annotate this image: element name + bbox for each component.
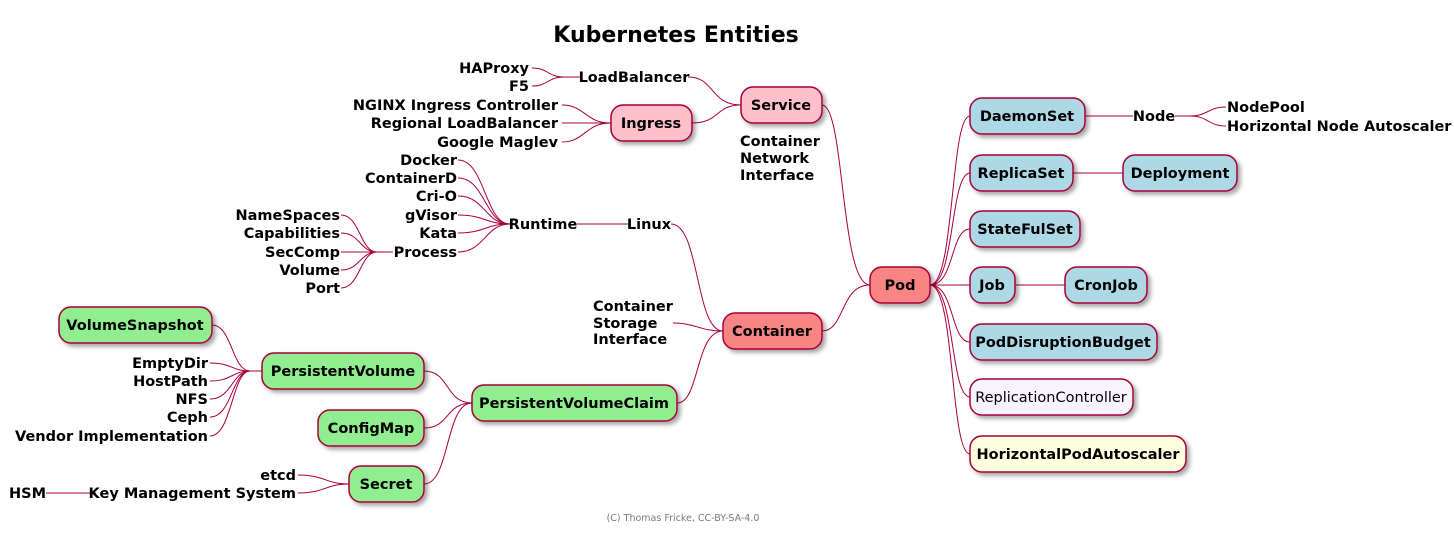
node-configmap: ConfigMap xyxy=(317,409,425,447)
label-cni-3: Interface xyxy=(740,168,814,184)
node-job-label: Job xyxy=(978,278,1005,294)
footer-credit: (C) Thomas Fricke, CC-BY-SA-4.0 xyxy=(607,513,760,524)
node-cronjob-label: CronJob xyxy=(1074,278,1138,294)
node-service-label: Service xyxy=(751,98,811,114)
label-etcd: etcd xyxy=(260,468,296,484)
label-loadbalancer: LoadBalancer xyxy=(579,70,691,86)
node-rc-label: ReplicationController xyxy=(975,390,1127,406)
node-configmap-label: ConfigMap xyxy=(328,421,415,437)
label-cni-1: Container xyxy=(740,134,821,150)
label-seccomp: SecComp xyxy=(265,245,340,261)
node-daemonset-label: DaemonSet xyxy=(980,109,1074,125)
node-pod-label: Pod xyxy=(885,278,916,294)
label-nginx: NGINX Ingress Controller xyxy=(353,98,559,114)
label-process: Process xyxy=(394,245,457,261)
node-secret-label: Secret xyxy=(360,477,413,493)
label-namespaces: NameSpaces xyxy=(235,208,340,224)
node-job: Job xyxy=(969,266,1016,304)
node-pv: PersistentVolume xyxy=(261,352,425,390)
node-deployment: Deployment xyxy=(1122,154,1238,192)
node-replicaset: ReplicaSet xyxy=(969,154,1074,192)
label-gvisor: gVisor xyxy=(405,208,458,224)
label-hna: Horizontal Node Autoscaler xyxy=(1227,119,1452,135)
label-haproxy: HAProxy xyxy=(459,61,529,77)
label-crio: Cri-O xyxy=(416,189,457,205)
node-hpa: HorizontalPodAutoscaler xyxy=(969,435,1187,473)
node-statefulset-label: StateFulSet xyxy=(977,222,1073,238)
node-snapshot: VolumeSnapshot xyxy=(58,306,213,344)
node-service: Service xyxy=(740,86,823,124)
label-nfs: NFS xyxy=(176,392,208,408)
label-maglev: Google Maglev xyxy=(437,135,558,151)
node-replication-controller: ReplicationController xyxy=(969,378,1134,416)
label-volume: Volume xyxy=(279,263,340,279)
text-labels: LoadBalancer HAProxy F5 NGINX Ingress Co… xyxy=(9,61,1452,502)
node-deployment-label: Deployment xyxy=(1131,166,1230,182)
label-csi-3: Interface xyxy=(593,332,667,348)
label-emptydir: EmptyDir xyxy=(132,356,209,372)
label-node: Node xyxy=(1133,109,1175,125)
node-replicaset-label: ReplicaSet xyxy=(978,166,1065,182)
label-csi-1: Container xyxy=(593,299,674,315)
node-pvc-label: PersistentVolumeClaim xyxy=(479,396,669,412)
label-cni-2: Network xyxy=(740,151,809,167)
label-docker: Docker xyxy=(400,153,458,169)
label-hsm: HSM xyxy=(9,486,46,502)
node-pv-label: PersistentVolume xyxy=(271,364,416,380)
label-kata: Kata xyxy=(419,226,457,242)
label-containerd: ContainerD xyxy=(365,171,457,187)
node-hpa-label: HorizontalPodAutoscaler xyxy=(977,447,1181,463)
node-ingress: Ingress xyxy=(610,104,693,142)
label-kms: Key Management System xyxy=(89,486,297,502)
label-capabilities: Capabilities xyxy=(244,226,340,242)
node-container-label: Container xyxy=(732,324,813,340)
label-nodepool: NodePool xyxy=(1227,100,1305,116)
edges xyxy=(46,67,1227,494)
label-f5: F5 xyxy=(509,79,529,95)
node-cronjob: CronJob xyxy=(1064,266,1148,304)
node-pod: Pod xyxy=(869,266,931,304)
label-vendor: Vendor Implementation xyxy=(15,429,208,445)
label-ceph: Ceph xyxy=(167,410,208,426)
node-ingress-label: Ingress xyxy=(621,116,681,132)
label-csi-2: Storage xyxy=(593,316,658,332)
label-linux: Linux xyxy=(627,217,672,233)
node-snapshot-label: VolumeSnapshot xyxy=(66,318,203,334)
node-daemonset: DaemonSet xyxy=(969,97,1086,135)
diagram-title: Kubernetes Entities xyxy=(553,23,798,48)
label-regional-lb: Regional LoadBalancer xyxy=(371,116,559,132)
node-pdb: PodDisruptionBudget xyxy=(969,323,1158,361)
node-container: Container xyxy=(722,312,823,350)
node-pdb-label: PodDisruptionBudget xyxy=(975,335,1151,351)
node-pvc: PersistentVolumeClaim xyxy=(471,384,678,422)
label-hostpath: HostPath xyxy=(133,374,208,390)
label-runtime: Runtime xyxy=(509,217,578,233)
label-port: Port xyxy=(305,281,340,297)
node-secret: Secret xyxy=(348,465,425,503)
node-statefulset: StateFulSet xyxy=(969,210,1081,248)
